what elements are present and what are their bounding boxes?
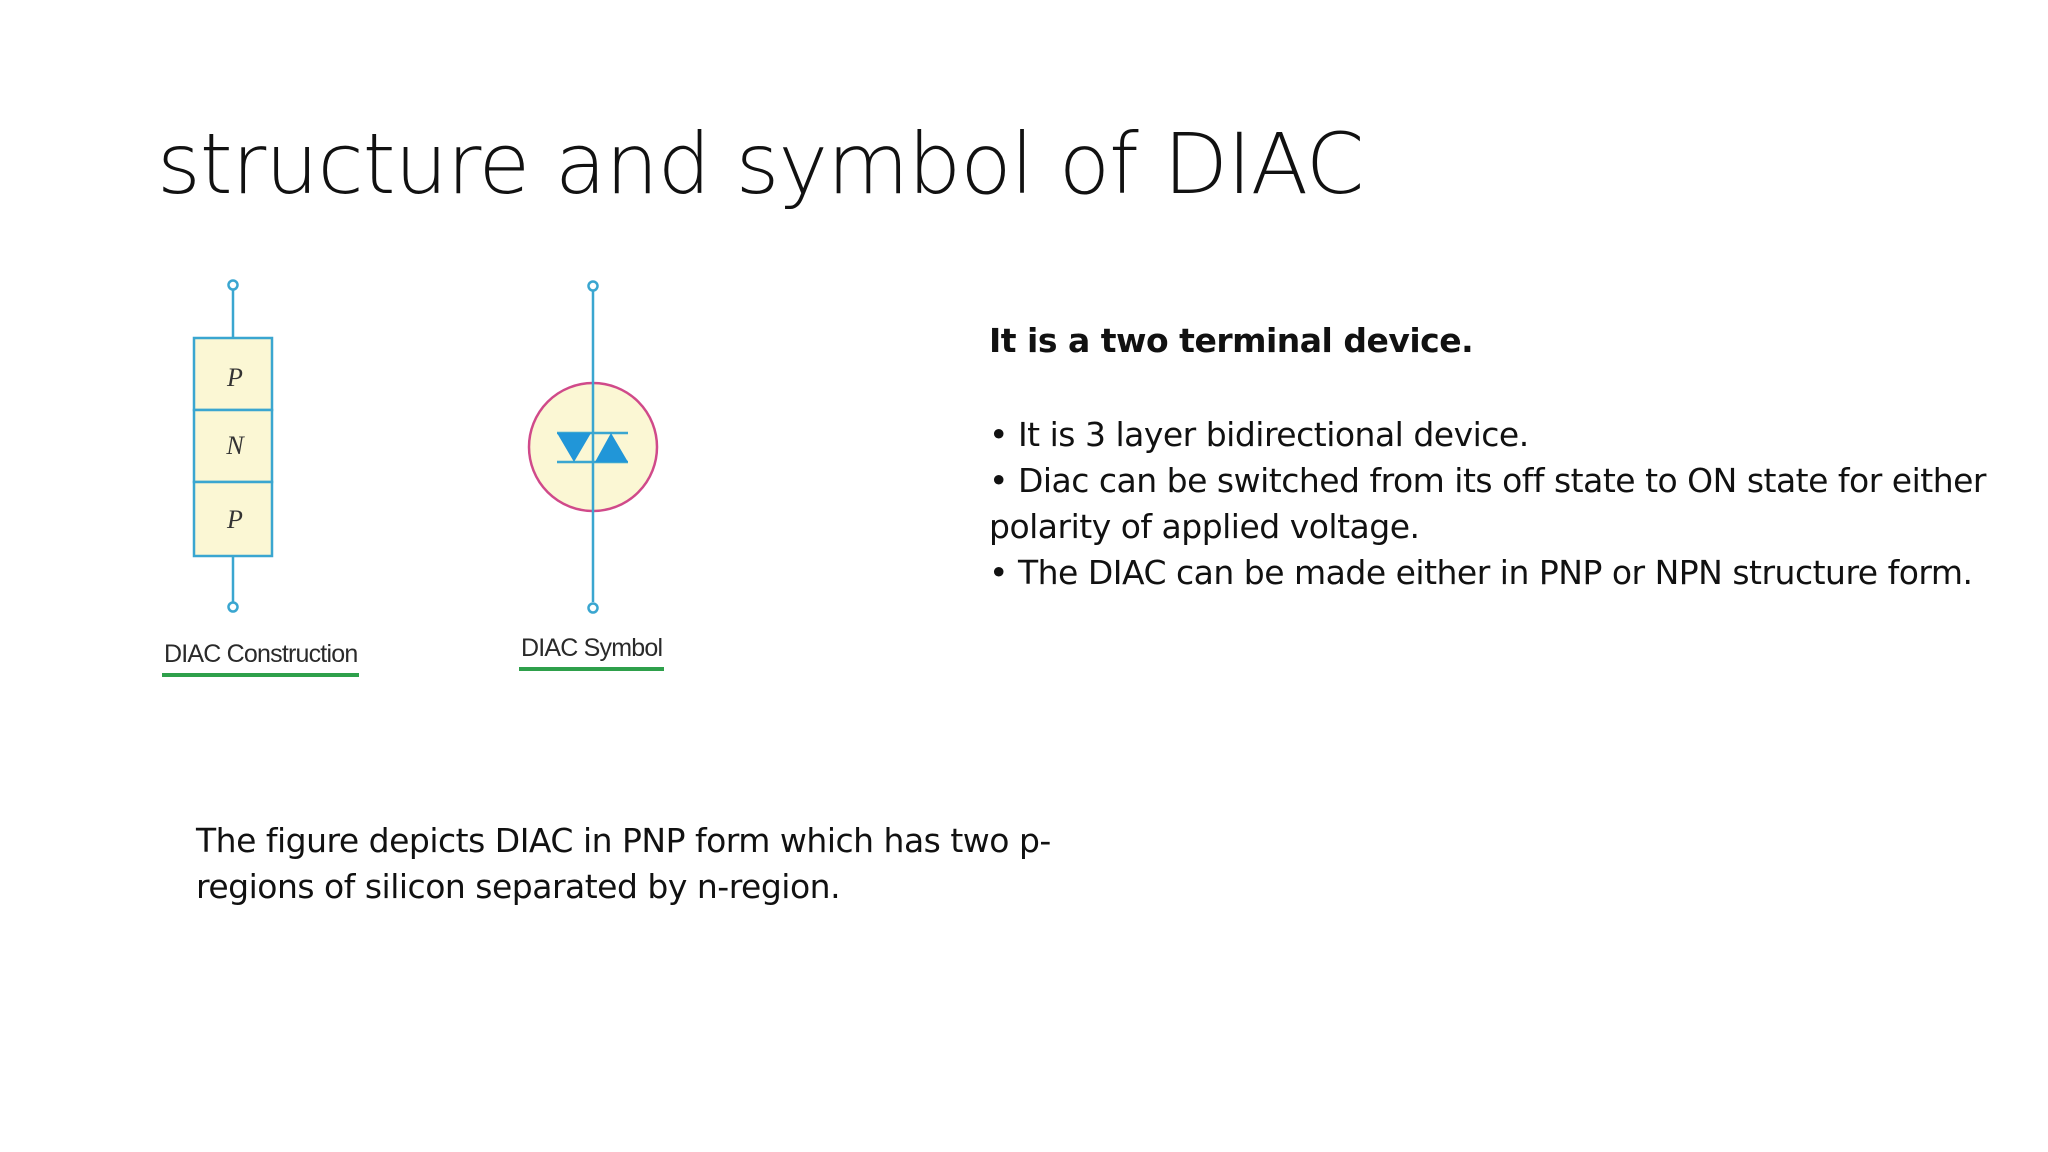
description-block: It is a two terminal device. • It is 3 l… [989,318,1989,596]
figure-description: The figure depicts DIAC in PNP form whic… [196,821,1051,906]
diac-diagram: P N P [192,279,659,614]
construction-caption: DIAC Construction [162,640,360,677]
layer-n [192,408,274,484]
construction-caption-underline [162,673,360,677]
symbol-caption-text: DIAC Symbol [521,634,663,662]
bullet-item: • It is 3 layer bidirectional device. [989,415,1529,454]
diac-figure: P N P DIAC Construction DIAC Symbol [150,270,720,690]
symbol-triangle-up [595,433,628,462]
construction-caption-text: DIAC Construction [164,640,358,668]
construction-bottom-terminal [227,601,239,613]
diac-construction-diagram: P N P [192,279,274,613]
bullet-item: • The DIAC can be made either in PNP or … [989,553,1973,592]
symbol-caption: DIAC Symbol [519,634,665,671]
diac-symbol-diagram [527,280,659,614]
slide-title: structure and symbol of DIAC [157,115,1364,213]
layer-label-n: N [225,431,245,460]
bullet-item: • Diac can be switched from its off stat… [989,461,1986,546]
layer-label-p-bottom: P [226,505,243,534]
symbol-bottom-terminal [587,602,599,614]
layer-label-p-top: P [226,363,243,392]
symbol-triangle-down [557,433,591,462]
construction-top-terminal [227,279,239,291]
symbol-caption-underline [519,667,665,671]
description-heading: It is a two terminal device. [989,321,1474,360]
symbol-top-terminal [587,280,599,292]
